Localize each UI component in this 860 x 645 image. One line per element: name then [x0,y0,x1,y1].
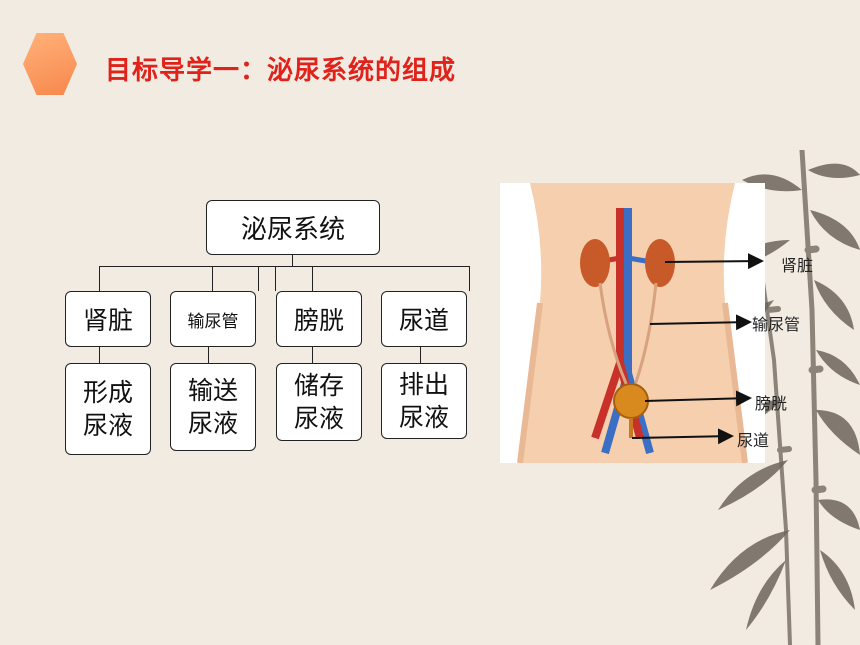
connector [312,266,313,291]
title-hexagon-icon [23,33,77,95]
organ-node-bladder: 膀胱 [276,291,362,347]
label-kidney: 肾脏 [781,256,814,275]
connector [208,347,209,363]
connector [212,266,213,291]
arrow-kidney [664,253,764,270]
label-urethra: 尿道 [737,431,770,450]
label-bladder: 膀胱 [755,394,788,413]
label-ureter: 输尿管 [752,315,801,334]
label-arrows [631,253,764,445]
connector [99,347,100,363]
connector [292,255,293,267]
function-node-kidney: 形成 尿液 [65,363,151,455]
connector [99,266,100,291]
function-node-urethra: 排出 尿液 [381,363,467,439]
function-node-ureter: 输送 尿液 [170,363,256,451]
connector [275,266,276,291]
connector [420,347,421,363]
connector [99,266,470,267]
page-title: 目标导学一：泌尿系统的组成 [105,56,457,86]
connector [312,347,313,363]
arrow-ureter [649,314,752,331]
connector [469,266,470,291]
organ-node-urethra: 尿道 [381,291,467,347]
connector [258,266,259,291]
organ-node-ureter: 输尿管 [170,291,256,347]
organ-node-kidney: 肾脏 [65,291,151,347]
arrow-urethra [631,428,734,445]
arrow-bladder [644,390,752,407]
root-node: 泌尿系统 [206,200,380,255]
function-node-bladder: 储存 尿液 [276,363,362,441]
